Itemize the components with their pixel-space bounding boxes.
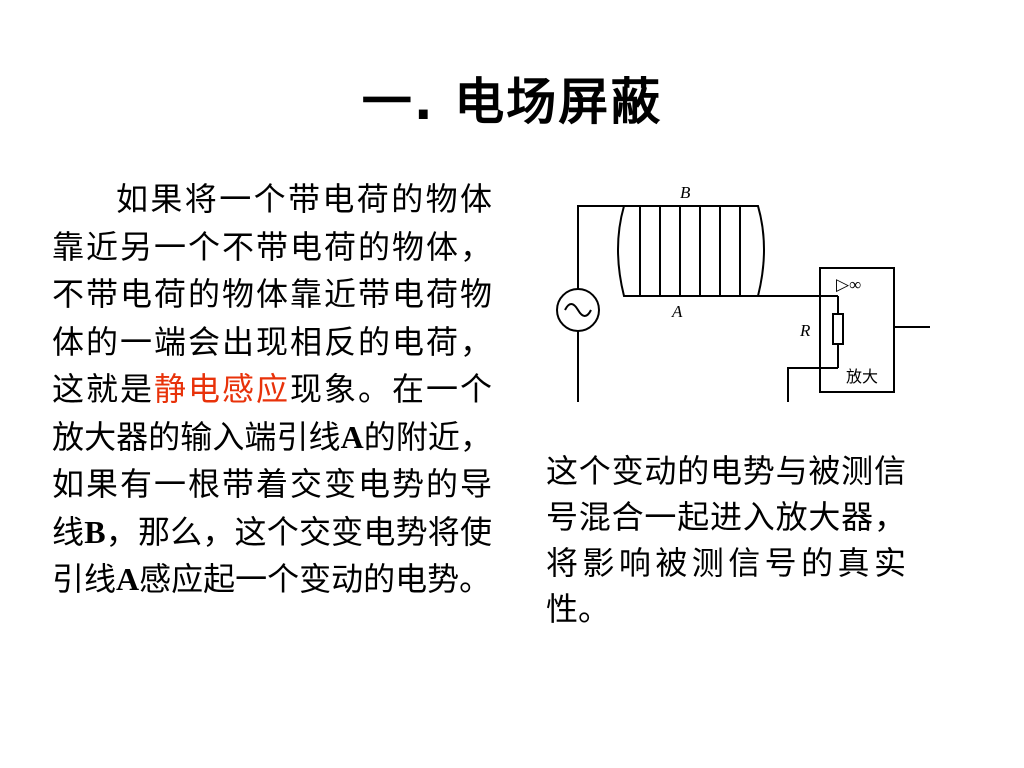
label-b: B xyxy=(680,183,691,202)
highlight-term: 静电感应 xyxy=(154,370,290,408)
amplifier-symbol: ▷∞ xyxy=(836,275,861,294)
label-a: A xyxy=(671,302,683,321)
amplifier-box xyxy=(819,267,895,393)
paragraph-text-3: 的附近，如果有一根带着交变电势的导线 xyxy=(52,417,492,551)
slide-title: 一. 电场屏蔽 xyxy=(361,73,663,131)
letter-a-1: A xyxy=(340,418,364,455)
paragraph-text-5: 感应起一个变动的电势。 xyxy=(139,560,492,598)
sine-wave-icon xyxy=(564,303,592,317)
amplifier-label: 放大 xyxy=(846,367,878,386)
paragraph-text-4: ，那么，这个交变电势将使引线 xyxy=(52,512,492,599)
circuit-diagram: B A R ▷∞ 放大 xyxy=(556,183,930,402)
paragraph-text-2: 现象。在一个放大器的输入端引线 xyxy=(52,370,492,456)
ground-lead xyxy=(787,367,838,402)
label-r: R xyxy=(799,321,811,340)
right-paragraph: 这个变动的电势与被测信号混合一起进入放大器，将影响被测信号的真实性。 xyxy=(546,452,906,628)
left-paragraph: 如果将一个带电荷的物体靠近另一个不带电荷的物体，不带电荷的物体靠近带电荷物体的一… xyxy=(52,176,492,604)
letter-a-2: A xyxy=(116,561,140,597)
resistor-r xyxy=(832,313,844,345)
letter-b: B xyxy=(84,513,106,550)
wire-source-to-b xyxy=(577,205,624,289)
paragraph-text-1: 如果将一个带电荷的物体靠近另一个不带电荷的物体，不带电荷的物体靠近带电荷物体的一… xyxy=(52,180,492,408)
